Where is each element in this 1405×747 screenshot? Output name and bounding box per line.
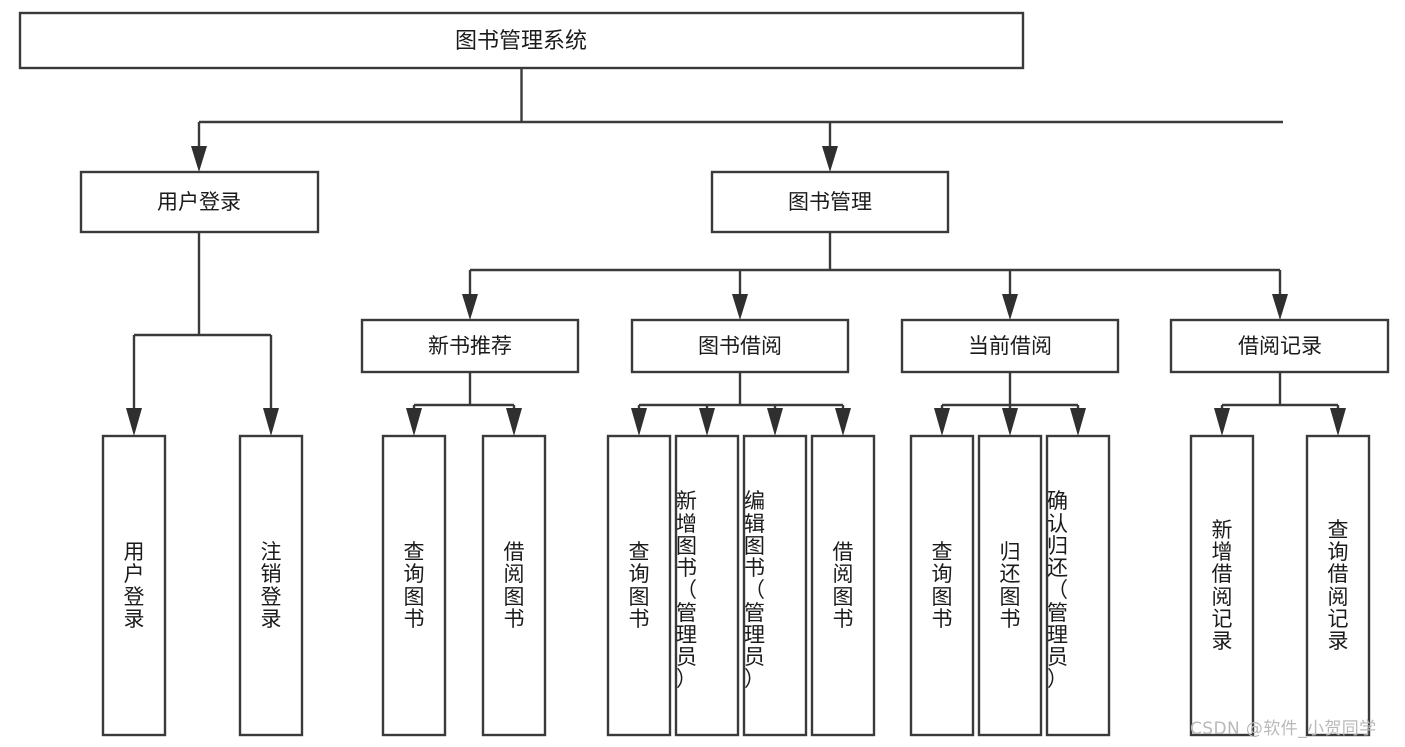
connector-newbook-to-leaves (406, 372, 522, 436)
node-book-manage-label: 图书管理 (788, 190, 872, 214)
connector-bookborrow-to-leaves (631, 372, 851, 436)
leaf-box-borrow-book-2[interactable] (810, 434, 876, 737)
node-borrow-record[interactable]: 借阅记录 (1169, 318, 1390, 374)
node-book-manage[interactable]: 图书管理 (710, 170, 950, 234)
connector-userlogin-to-leaves (126, 232, 279, 436)
leaf-box-query-record[interactable] (1305, 434, 1371, 737)
connector-currentborrow-to-leaves (934, 372, 1086, 436)
csdn-watermark: CSDN @软件_小贺同学 (1190, 719, 1377, 739)
node-root-label: 图书管理系统 (455, 29, 587, 54)
leaf-box-query-book-3[interactable] (909, 434, 975, 737)
node-root[interactable]: 图书管理系统 (18, 11, 1025, 70)
node-user-login[interactable]: 用户登录 (79, 170, 320, 234)
leaf-box-logout-login[interactable] (238, 434, 304, 737)
connector-borrowrecord-to-leaves (1214, 372, 1346, 436)
leaf-box-borrow-book-1[interactable] (481, 434, 547, 737)
connector-bookmanage-to-level3 (462, 232, 1288, 320)
node-book-borrow-label: 图书借阅 (698, 334, 782, 358)
node-current-borrow-label: 当前借阅 (968, 334, 1052, 358)
leaf-box-edit-book[interactable] (742, 434, 808, 737)
leaf-box-query-book-2[interactable] (606, 434, 672, 737)
node-new-book-recommend[interactable]: 新书推荐 (360, 318, 580, 374)
node-borrow-record-label: 借阅记录 (1238, 334, 1322, 358)
node-book-borrow[interactable]: 图书借阅 (630, 318, 850, 374)
leaf-box-user-login[interactable] (101, 434, 167, 737)
leaf-box-confirm-return[interactable] (1045, 434, 1111, 737)
leaf-box-add-book[interactable] (674, 434, 740, 737)
node-user-login-label: 用户登录 (157, 190, 241, 214)
leaf-box-query-book-1[interactable] (381, 434, 447, 737)
leaf-box-add-record[interactable] (1189, 434, 1255, 737)
leaf-boxes (101, 434, 1371, 737)
node-new-book-recommend-label: 新书推荐 (428, 334, 512, 358)
leaf-box-return-book[interactable] (977, 434, 1043, 737)
node-current-borrow[interactable]: 当前借阅 (900, 318, 1120, 374)
connector-root-to-level2 (191, 68, 1283, 172)
